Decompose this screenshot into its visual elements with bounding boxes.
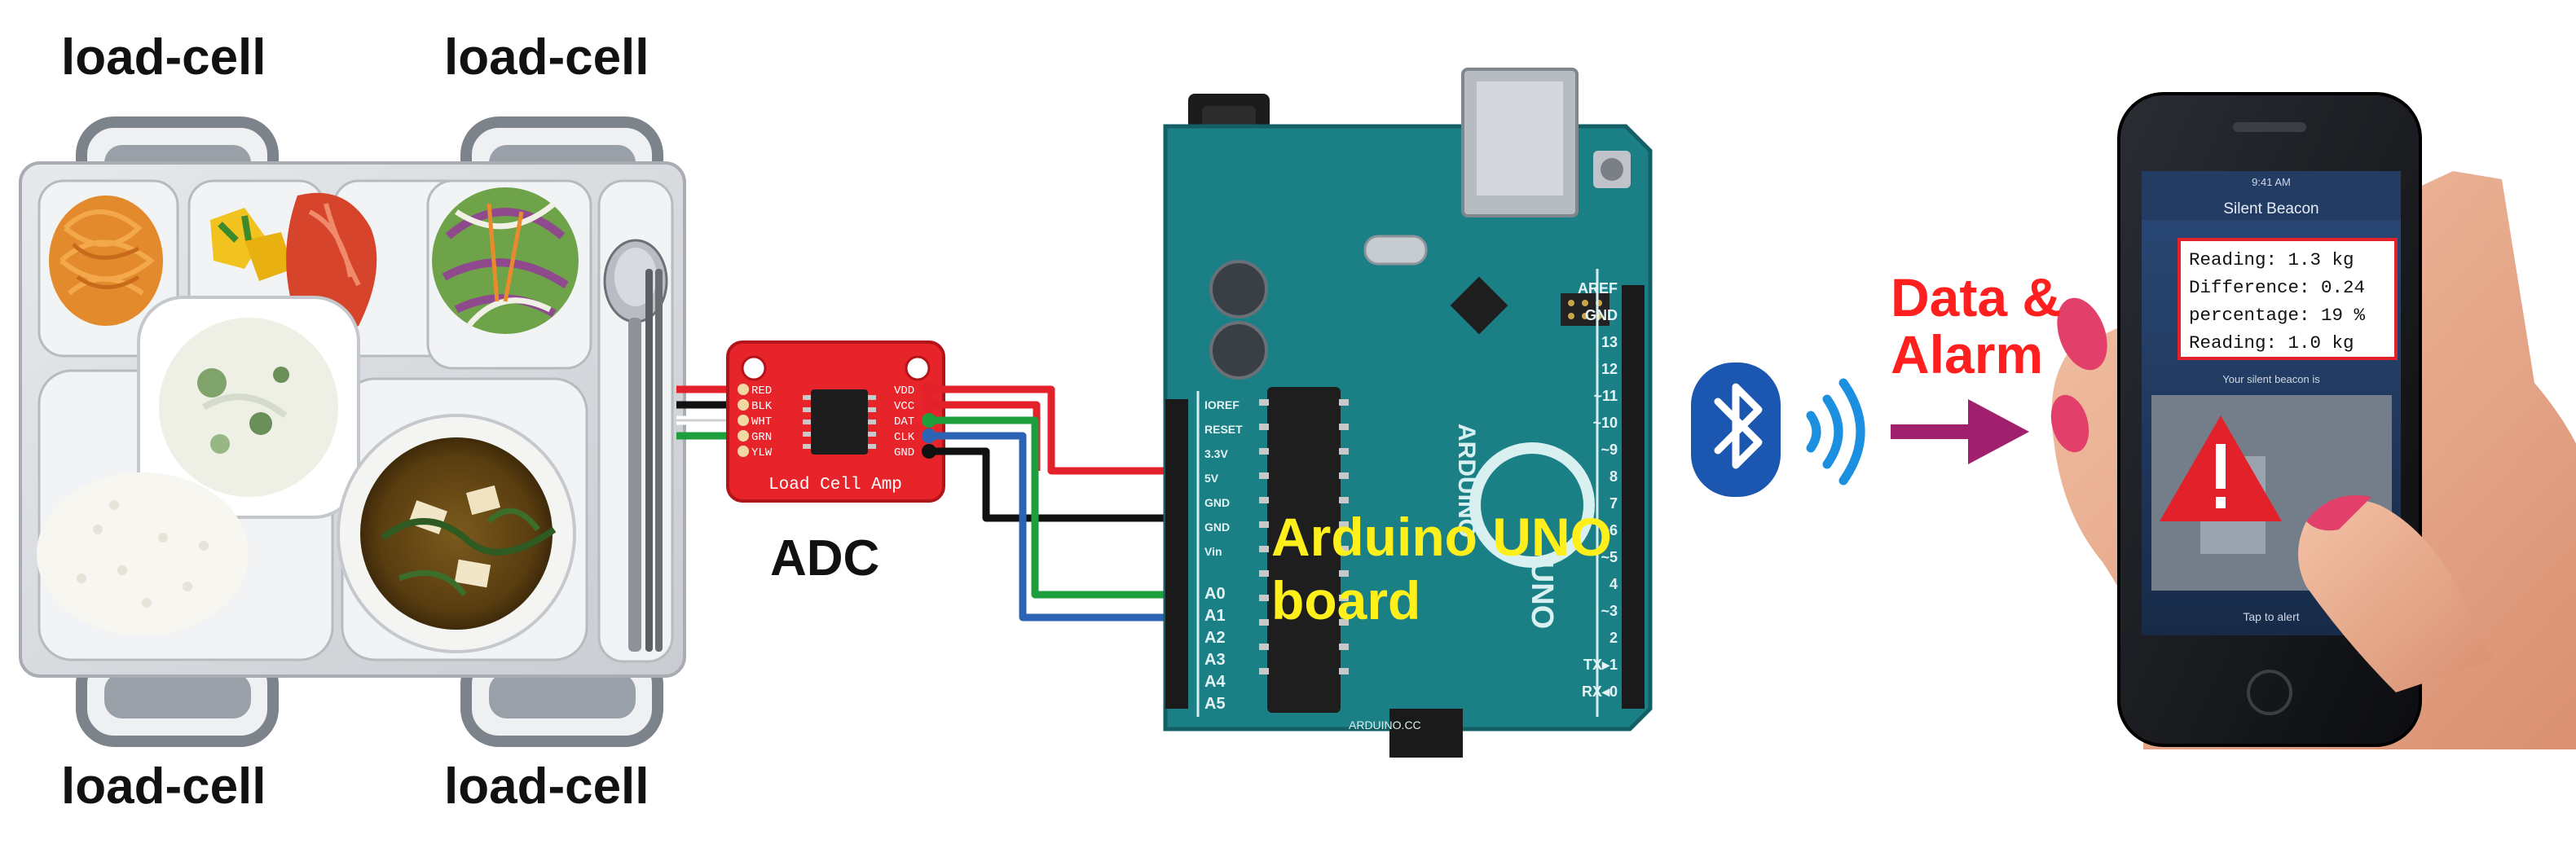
smartphone: 9:41 AM Silent Beacon Your silent beacon… (2050, 92, 2576, 749)
arduino-power-pin-label: 3.3V (1204, 447, 1228, 460)
adc-pin-gnd: GND (894, 446, 914, 459)
arduino-digital-pin-label: ~3 (1601, 603, 1618, 619)
arduino-analog-pin-label: A3 (1204, 651, 1226, 669)
reading-line-2: Reading: 1.0 kg (2189, 332, 2354, 354)
arduino-digital-pin-label: TX▸1 (1583, 657, 1618, 673)
percentage-line: percentage: 19 % (2189, 305, 2366, 326)
adc-pin-red: RED (751, 384, 772, 398)
phone-tap-text: Tap to alert (2243, 610, 2299, 623)
adc-pin-ylw: YLW (751, 446, 773, 459)
adc-pin-vdd: VDD (894, 384, 914, 398)
adc-label: ADC (770, 530, 880, 587)
arduino-power-pin-label: 5V (1204, 472, 1219, 485)
adc-board: RED BLK WHT GRN YLW VDD VCC DAT CLK GND … (726, 341, 945, 503)
arduino-digital-pin-label: ~10 (1592, 415, 1618, 431)
wireless-signal-icon (1806, 378, 1865, 486)
arduino-digital-pin-label: ~5 (1601, 549, 1618, 565)
arduino-label: Arduino UNO board (1271, 507, 1612, 631)
arduino-digital-pin-label: 4 (1609, 576, 1618, 592)
arduino-digital-pin-label: ~6 (1601, 522, 1618, 538)
arduino-analog-pin-label: A0 (1204, 585, 1226, 603)
arduino-digital-pin-label: ~11 (1593, 388, 1618, 404)
arduino-digital-pin-label: 8 (1609, 468, 1618, 485)
arduino-power-pin-label: IOREF (1204, 398, 1240, 411)
load-cell-label-top-right: load-cell (444, 29, 650, 86)
arduino-power-pin-label: GND (1204, 496, 1230, 509)
difference-line: Difference: 0.24 (2189, 277, 2366, 298)
load-cell-label-top-left: load-cell (61, 29, 266, 86)
arduino-digital-pin-label: ~9 (1601, 442, 1618, 458)
arduino-brand-mark: ARDUINO (1453, 424, 1480, 538)
arduino-board: UNO ARDUINO ARDUINO.CC (1163, 68, 1653, 758)
bluetooth-icon (1691, 362, 1781, 497)
phone-app-title: Silent Beacon (2223, 200, 2318, 217)
load-cell-label-bottom-right: load-cell (444, 758, 650, 815)
phone-readings-box: Reading: 1.3 kg Difference: 0.24 percent… (2177, 238, 2398, 360)
arduino-model-mark: UNO (1525, 560, 1559, 629)
arduino-analog-pin-label: A1 (1204, 607, 1226, 625)
arduino-digital-pin-label: AREF (1578, 280, 1618, 297)
data-arrow (1891, 399, 2029, 464)
phone-beacon-text: Your silent beacon is (2222, 373, 2320, 385)
reading-line: Reading: 1.3 kg (2189, 249, 2354, 270)
arduino-digital-pin-label: 2 (1609, 630, 1618, 646)
arduino-digital-pin-label: 13 (1601, 334, 1618, 350)
arduino-analog-pin-label: A2 (1204, 629, 1226, 647)
load-cell-label-bottom-left: load-cell (61, 758, 266, 815)
adc-pin-clk: CLK (894, 431, 915, 444)
adc-pin-vcc: VCC (894, 400, 914, 413)
adc-pin-blk: BLK (751, 400, 773, 413)
data-alarm-label: Data & Alarm (1891, 267, 2062, 384)
arduino-analog-pin-label: A4 (1204, 673, 1226, 691)
arduino-power-pin-label: GND (1204, 521, 1230, 534)
arduino-analog-pin-label: A5 (1204, 695, 1226, 713)
adc-pin-dat: DAT (894, 415, 914, 428)
arduino-power-pin-label: RESET (1204, 423, 1243, 436)
adc-board-caption: Load Cell Amp (768, 476, 902, 494)
arduino-digital-pin-label: RX◂0 (1582, 683, 1618, 700)
arduino-digital-pin-label: 12 (1601, 361, 1618, 377)
adc-arduino-wires (929, 385, 1182, 622)
arduino-power-pin-label: Vin (1204, 545, 1222, 558)
food-tray (19, 161, 686, 678)
phone-status-time: 9:41 AM (2252, 176, 2291, 188)
arduino-digital-pin-label: 7 (1609, 495, 1618, 512)
arduino-digital-pin-label: GND (1585, 307, 1618, 323)
arduino-site: ARDUINO.CC (1349, 718, 1421, 732)
adc-pin-grn: GRN (751, 431, 772, 444)
adc-pin-wht: WHT (751, 415, 772, 428)
